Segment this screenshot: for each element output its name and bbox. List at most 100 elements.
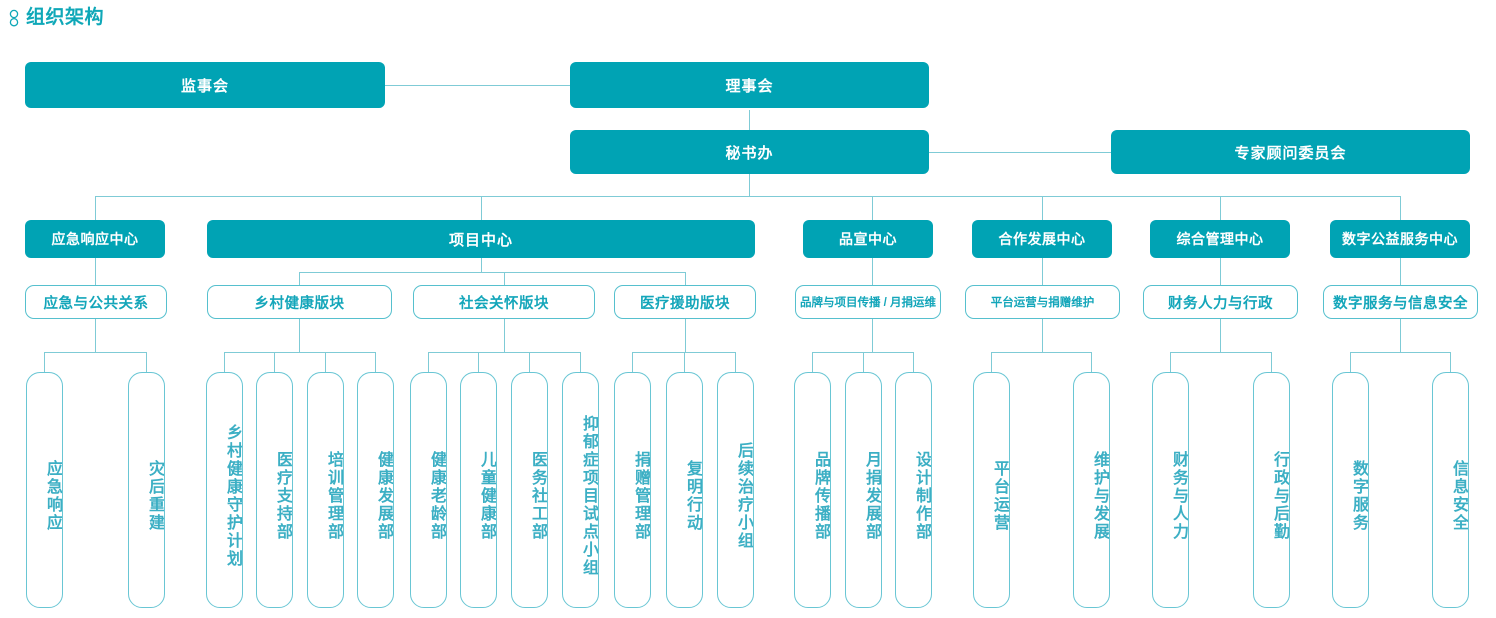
- node-center-label: 应急响应中心: [51, 231, 139, 247]
- connector-section3-leaf0: [632, 352, 633, 372]
- connector-projects-bus: [299, 272, 685, 273]
- connector-section5-leaf1: [1091, 352, 1092, 372]
- node-unit-label: 行政与后勤: [1271, 451, 1288, 541]
- node-unit-finance-hr[interactable]: 财务与人力: [1152, 372, 1189, 608]
- node-unit-label: 培训管理部: [325, 451, 342, 541]
- node-unit-label: 抑郁症项目试点小组: [580, 415, 597, 577]
- connector-section6-leaf1: [1271, 352, 1272, 372]
- node-unit-label: 医务社工部: [529, 451, 546, 541]
- node-section-medical-aid[interactable]: 医疗援助版块: [614, 285, 756, 319]
- node-section-label: 社会关怀版块: [459, 295, 549, 312]
- node-section-platform-donation-maintenance[interactable]: 平台运营与捐赠维护: [965, 285, 1120, 319]
- connector-section5-leaf0: [991, 352, 992, 372]
- connector-section2-leaf1: [478, 352, 479, 372]
- node-unit-admin-logistics[interactable]: 行政与后勤: [1253, 372, 1290, 608]
- node-unit-brand-communication-dept[interactable]: 品牌传播部: [794, 372, 831, 608]
- connector-center2-to-section4: [872, 258, 873, 285]
- node-unit-rural-health-guardian-plan[interactable]: 乡村健康守护计划: [206, 372, 243, 608]
- node-unit-digital-services[interactable]: 数字服务: [1332, 372, 1369, 608]
- page-title: 组织架构: [8, 8, 104, 28]
- connector-section1-leaf1: [274, 352, 275, 372]
- connector-projects-to-section3: [685, 272, 686, 285]
- connector-section4-stem: [872, 319, 873, 352]
- node-section-digital-services-infosec[interactable]: 数字服务与信息安全: [1323, 285, 1478, 319]
- node-unit-depression-pilot-group[interactable]: 抑郁症项目试点小组: [562, 372, 599, 608]
- node-center-label: 项目中心: [448, 231, 513, 249]
- node-section-brand-monthly-donation[interactable]: 品牌与项目传播 / 月捐运维: [795, 285, 941, 319]
- connector-section1-leaf2: [325, 352, 326, 372]
- node-center-label: 品宣中心: [839, 231, 897, 247]
- node-unit-label: 医疗支持部: [274, 451, 291, 541]
- node-section-label: 品牌与项目传播 / 月捐运维: [799, 297, 937, 309]
- connector-drop-center-5: [1400, 196, 1401, 220]
- node-unit-label: 灾后重建: [146, 460, 163, 532]
- node-section-finance-hr-admin[interactable]: 财务人力与行政: [1143, 285, 1298, 319]
- node-unit-sight-restoration-action[interactable]: 复明行动: [666, 372, 703, 608]
- connector-section1-leaf3: [375, 352, 376, 372]
- connector-section2-stem: [504, 319, 505, 352]
- node-board-of-directors-label: 理事会: [725, 77, 774, 95]
- connector-drop-center-2: [872, 196, 873, 220]
- connector-section7-leaf1: [1450, 352, 1451, 372]
- connector-section7-leaf0: [1350, 352, 1351, 372]
- node-unit-healthy-aging-dept[interactable]: 健康老龄部: [410, 372, 447, 608]
- connector-section4-leaf0: [812, 352, 813, 372]
- node-unit-emergency-response[interactable]: 应急响应: [26, 372, 63, 608]
- node-section-rural-health[interactable]: 乡村健康版块: [207, 285, 392, 319]
- connector-section3-stem: [685, 319, 686, 352]
- node-expert-advisory-committee[interactable]: 专家顾问委员会: [1111, 130, 1470, 174]
- node-unit-label: 健康老龄部: [428, 451, 445, 541]
- node-unit-followup-treatment-group[interactable]: 后续治疗小组: [717, 372, 754, 608]
- node-center-general-administration[interactable]: 综合管理中心: [1150, 220, 1290, 258]
- node-center-projects[interactable]: 项目中心: [207, 220, 755, 258]
- node-unit-platform-operations[interactable]: 平台运营: [973, 372, 1010, 608]
- connector-section3-leaf2: [735, 352, 736, 372]
- node-unit-donation-management-dept[interactable]: 捐赠管理部: [614, 372, 651, 608]
- node-secretariat-label: 秘书办: [725, 144, 774, 162]
- node-section-label: 数字服务与信息安全: [1333, 295, 1468, 312]
- connector-drop-center-1: [481, 196, 482, 220]
- connector-section1-stem: [299, 319, 300, 352]
- node-center-partnership-development[interactable]: 合作发展中心: [972, 220, 1112, 258]
- connector-supervisory-to-board: [385, 85, 570, 86]
- node-center-label: 合作发展中心: [998, 231, 1086, 247]
- node-unit-medical-support-dept[interactable]: 医疗支持部: [256, 372, 293, 608]
- node-unit-child-health-dept[interactable]: 儿童健康部: [460, 372, 497, 608]
- node-unit-information-security[interactable]: 信息安全: [1432, 372, 1469, 608]
- connector-section6-bus: [1170, 352, 1271, 353]
- node-secretariat[interactable]: 秘书办: [570, 130, 929, 174]
- node-unit-medical-social-work-dept[interactable]: 医务社工部: [511, 372, 548, 608]
- node-section-label: 应急与公共关系: [43, 295, 149, 312]
- node-section-label: 医疗援助版块: [640, 295, 730, 312]
- connector-section7-stem: [1400, 319, 1401, 352]
- node-unit-design-production-dept[interactable]: 设计制作部: [895, 372, 932, 608]
- node-supervisory-board[interactable]: 监事会: [25, 62, 385, 108]
- node-unit-maintenance-development[interactable]: 维护与发展: [1073, 372, 1110, 608]
- connector-center0-to-section0: [95, 258, 96, 285]
- connector-section2-leaf2: [529, 352, 530, 372]
- connector-drop-center-0: [95, 196, 96, 220]
- node-supervisory-board-label: 监事会: [180, 77, 229, 95]
- connector-drop-center-3: [1042, 196, 1043, 220]
- connector-section6-leaf0: [1170, 352, 1171, 372]
- node-section-emergency-public-relations[interactable]: 应急与公共关系: [25, 285, 167, 319]
- node-unit-post-disaster-reconstruction[interactable]: 灾后重建: [128, 372, 165, 608]
- connector-board-to-secretariat: [749, 110, 750, 134]
- connector-center3-to-section5: [1042, 258, 1043, 285]
- connector-section0-leaf0: [44, 352, 45, 372]
- node-unit-monthly-donation-development-dept[interactable]: 月捐发展部: [845, 372, 882, 608]
- node-unit-label: 数字服务: [1350, 460, 1367, 532]
- connector-section0-bus: [44, 352, 147, 353]
- node-unit-label: 月捐发展部: [863, 451, 880, 541]
- node-section-social-care[interactable]: 社会关怀版块: [413, 285, 595, 319]
- page-title-text: 组织架构: [26, 7, 105, 28]
- node-center-emergency-response[interactable]: 应急响应中心: [25, 220, 165, 258]
- connector-projects-stem: [481, 258, 482, 272]
- node-board-of-directors[interactable]: 理事会: [570, 62, 929, 108]
- node-center-brand-pr[interactable]: 品宣中心: [803, 220, 933, 258]
- node-center-digital-charity-services[interactable]: 数字公益服务中心: [1330, 220, 1470, 258]
- node-unit-health-development-dept[interactable]: 健康发展部: [357, 372, 394, 608]
- node-unit-training-management-dept[interactable]: 培训管理部: [307, 372, 344, 608]
- node-unit-label: 后续治疗小组: [735, 442, 752, 550]
- node-expert-advisory-committee-label: 专家顾问委员会: [1234, 144, 1347, 162]
